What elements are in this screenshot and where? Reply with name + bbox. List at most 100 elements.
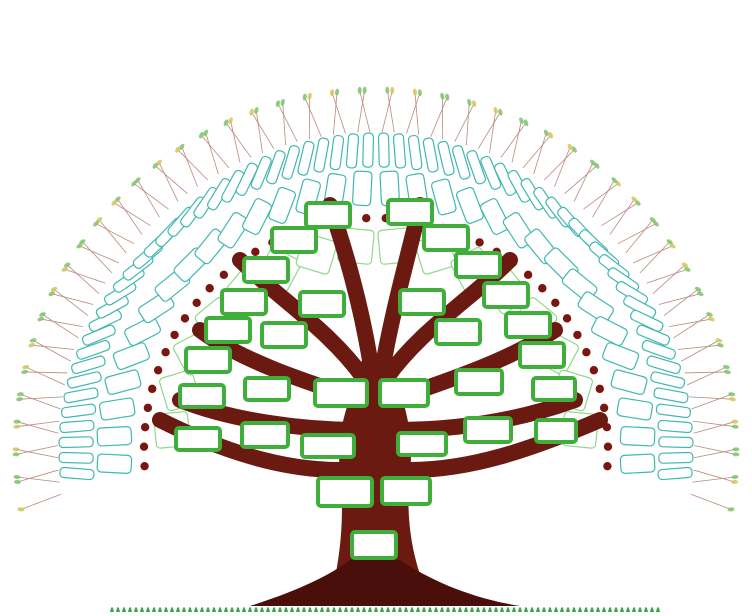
leaf-sprig: [134, 183, 168, 209]
name-box-gen2: [382, 478, 430, 504]
grass-blade: [182, 607, 186, 612]
grass-blade: [476, 607, 480, 612]
berry-dot: [192, 299, 200, 307]
grass-blade: [194, 607, 198, 612]
name-box-gen4: [180, 385, 224, 407]
leaf-icon: [727, 507, 734, 512]
leaf-icon: [729, 397, 737, 402]
berry-dot: [141, 423, 149, 431]
name-box-gen4: [176, 428, 220, 450]
leaf-icon: [493, 107, 499, 115]
leaf-sprig: [17, 470, 58, 482]
leaf-icon: [17, 507, 24, 512]
leaf-icon: [12, 452, 19, 456]
name-slot-gen7: [408, 135, 422, 170]
leaf-sprig: [694, 446, 736, 455]
berry-dot: [140, 442, 148, 450]
leaf-sprig: [633, 246, 672, 263]
leaf-sprig: [685, 372, 728, 373]
leaf-sprig: [501, 123, 526, 158]
leaf-sprig: [283, 102, 286, 145]
leaf-icon: [302, 93, 307, 101]
leaf-sprig: [593, 180, 615, 217]
berry-dot: [604, 442, 612, 450]
name-box-gen3: [302, 435, 354, 457]
grass-blade: [284, 607, 288, 612]
leaf-sprig: [431, 97, 447, 137]
name-slot-gen7: [423, 137, 439, 172]
leaf-icon: [418, 89, 423, 96]
name-box-gen4: [536, 420, 576, 442]
leaf-icon: [13, 424, 20, 429]
berry-dot: [596, 385, 604, 393]
name-box-gen5: [300, 292, 344, 316]
leaf-sprig: [618, 224, 656, 244]
name-slot-gen6: [97, 454, 132, 474]
leaf-sprig: [96, 224, 134, 244]
grass-blade: [116, 607, 120, 612]
grass-blade: [596, 607, 600, 612]
leaf-icon: [471, 100, 477, 108]
leaf-icon: [307, 92, 312, 100]
grass-blade: [344, 607, 348, 612]
grass-blade: [566, 607, 570, 612]
name-slot-gen7: [363, 133, 374, 167]
leaf-sprig: [252, 112, 274, 149]
leaf-sprig: [478, 112, 500, 149]
leaf-icon: [728, 392, 735, 397]
name-slot-gen7: [297, 141, 315, 176]
grass-blade: [170, 607, 174, 612]
leaf-sprig: [691, 494, 731, 509]
name-box-gen5: [244, 258, 288, 282]
grass-blade: [458, 607, 462, 612]
berry-dot: [538, 284, 546, 292]
leaf-icon: [29, 338, 37, 344]
name-box-gen3: [398, 433, 446, 455]
name-slot-gen7: [659, 452, 693, 463]
leaf-icon: [335, 88, 340, 95]
leaf-sprig: [466, 102, 469, 145]
leaf-sprig: [694, 422, 735, 434]
leaf-icon: [440, 92, 445, 100]
leaf-sprig: [16, 449, 58, 457]
leaf-sprig: [664, 289, 698, 315]
grass-blade: [212, 607, 216, 612]
name-box-gen5: [506, 313, 550, 337]
leaf-sprig: [52, 294, 94, 305]
leaf-icon: [518, 117, 525, 125]
grass-blade: [542, 607, 546, 612]
grass-blade: [638, 607, 642, 612]
name-box-gen3: [380, 380, 428, 406]
leaf-sprig: [640, 242, 670, 273]
grass-blade: [320, 607, 324, 612]
grass-blade: [152, 607, 156, 612]
grass-blade: [470, 607, 474, 612]
grass-blade: [206, 607, 210, 612]
leaf-sprig: [278, 104, 297, 142]
leaf-sprig: [79, 246, 118, 263]
name-box-gen4: [242, 423, 288, 447]
name-slot-gen7: [281, 145, 300, 180]
berry-dot: [170, 331, 178, 339]
grass-layer: [110, 607, 660, 612]
leaf-sprig: [17, 477, 60, 482]
leaf-sprig: [17, 422, 58, 434]
berry-dot: [140, 462, 148, 470]
berry-dot: [154, 366, 162, 374]
grass-blade: [332, 607, 336, 612]
leaf-sprig: [692, 477, 735, 482]
leaf-sprig: [678, 345, 721, 349]
leaf-icon: [22, 364, 30, 369]
grass-blade: [536, 607, 540, 612]
leaf-sprig: [659, 294, 701, 305]
grass-blade: [572, 607, 576, 612]
grass-blade: [188, 607, 192, 612]
leaf-icon: [21, 369, 29, 375]
name-slot-gen7: [330, 135, 344, 170]
leaf-sprig: [20, 397, 63, 399]
name-slot-gen7: [452, 145, 471, 180]
name-slot-gen6: [602, 342, 640, 371]
name-slot-gen6: [590, 315, 628, 346]
grass-blade: [614, 607, 618, 612]
grass-blade: [404, 607, 408, 612]
